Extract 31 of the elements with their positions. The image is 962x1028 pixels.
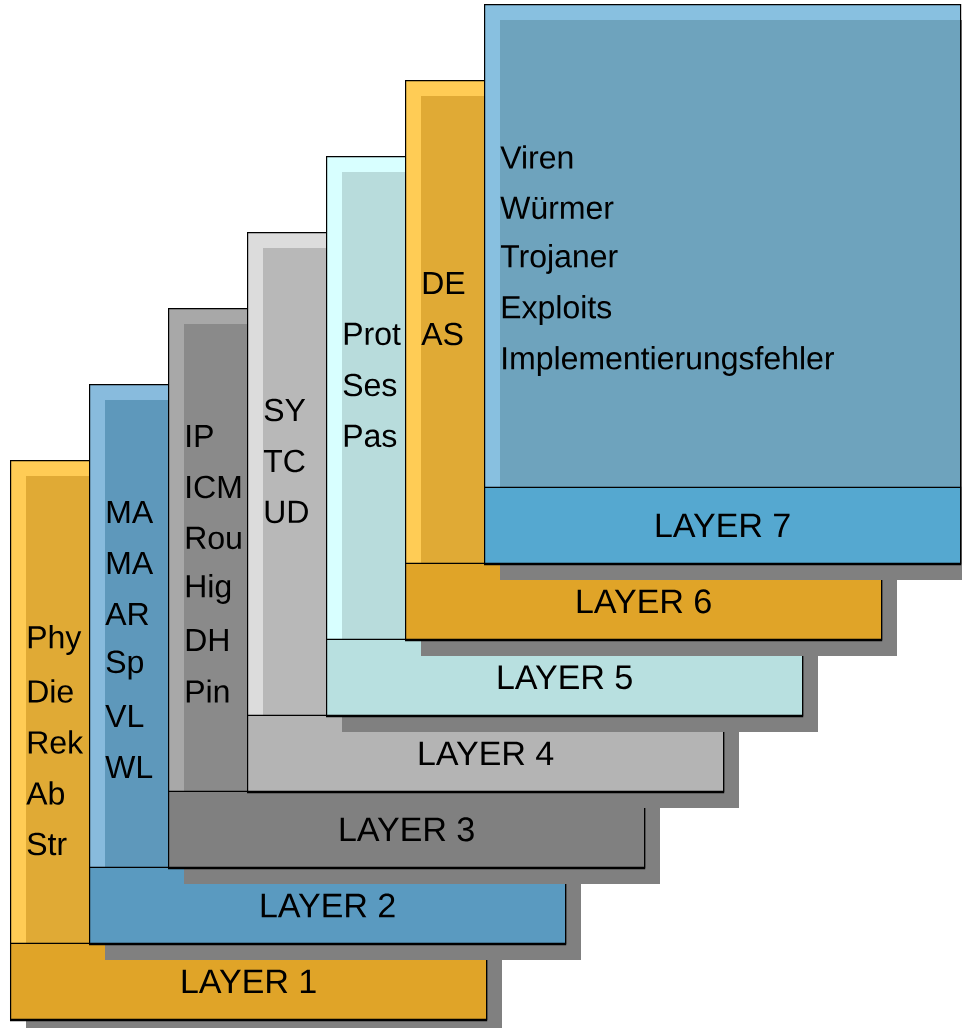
attack-item: Hig — [186, 574, 231, 604]
attack-item: SY — [264, 398, 306, 422]
attack-item: Die — [28, 679, 73, 703]
attack-item: Implementierungsfehler — [503, 346, 834, 376]
attack-item: Trojaner — [500, 244, 618, 274]
attack-item: Sp — [106, 650, 143, 680]
attack-item: AR — [105, 603, 149, 625]
attack-item: AS — [421, 322, 463, 346]
attack-item: IP — [187, 425, 213, 447]
layer-band: LAYER 7 — [484, 486, 962, 564]
attack-item: MA — [107, 552, 154, 574]
attack-item: DE — [423, 272, 465, 294]
attack-item: Ab — [26, 781, 64, 805]
attack-item: Pin — [186, 679, 229, 703]
attack-item: Exploits — [502, 295, 612, 325]
attack-item: Str — [27, 832, 67, 856]
attack-item: Rek — [28, 730, 84, 754]
attack-item: ICM — [187, 475, 241, 499]
attack-item: Rou — [186, 526, 241, 550]
attack-item: Prot — [344, 322, 401, 346]
attack-item: Pas — [344, 424, 397, 448]
attack-item: WL — [105, 756, 153, 778]
attack-item: VL — [105, 705, 144, 727]
attack-item: UD — [265, 500, 308, 524]
attack-item: Ses — [343, 373, 397, 397]
attack-item: Phy — [28, 625, 82, 655]
attack-item: TC — [263, 449, 305, 473]
attack-item: Würmer — [500, 196, 614, 220]
attack-item: MA — [107, 501, 154, 523]
attack-item: Viren — [500, 145, 573, 169]
attack-item: DH — [186, 629, 228, 651]
